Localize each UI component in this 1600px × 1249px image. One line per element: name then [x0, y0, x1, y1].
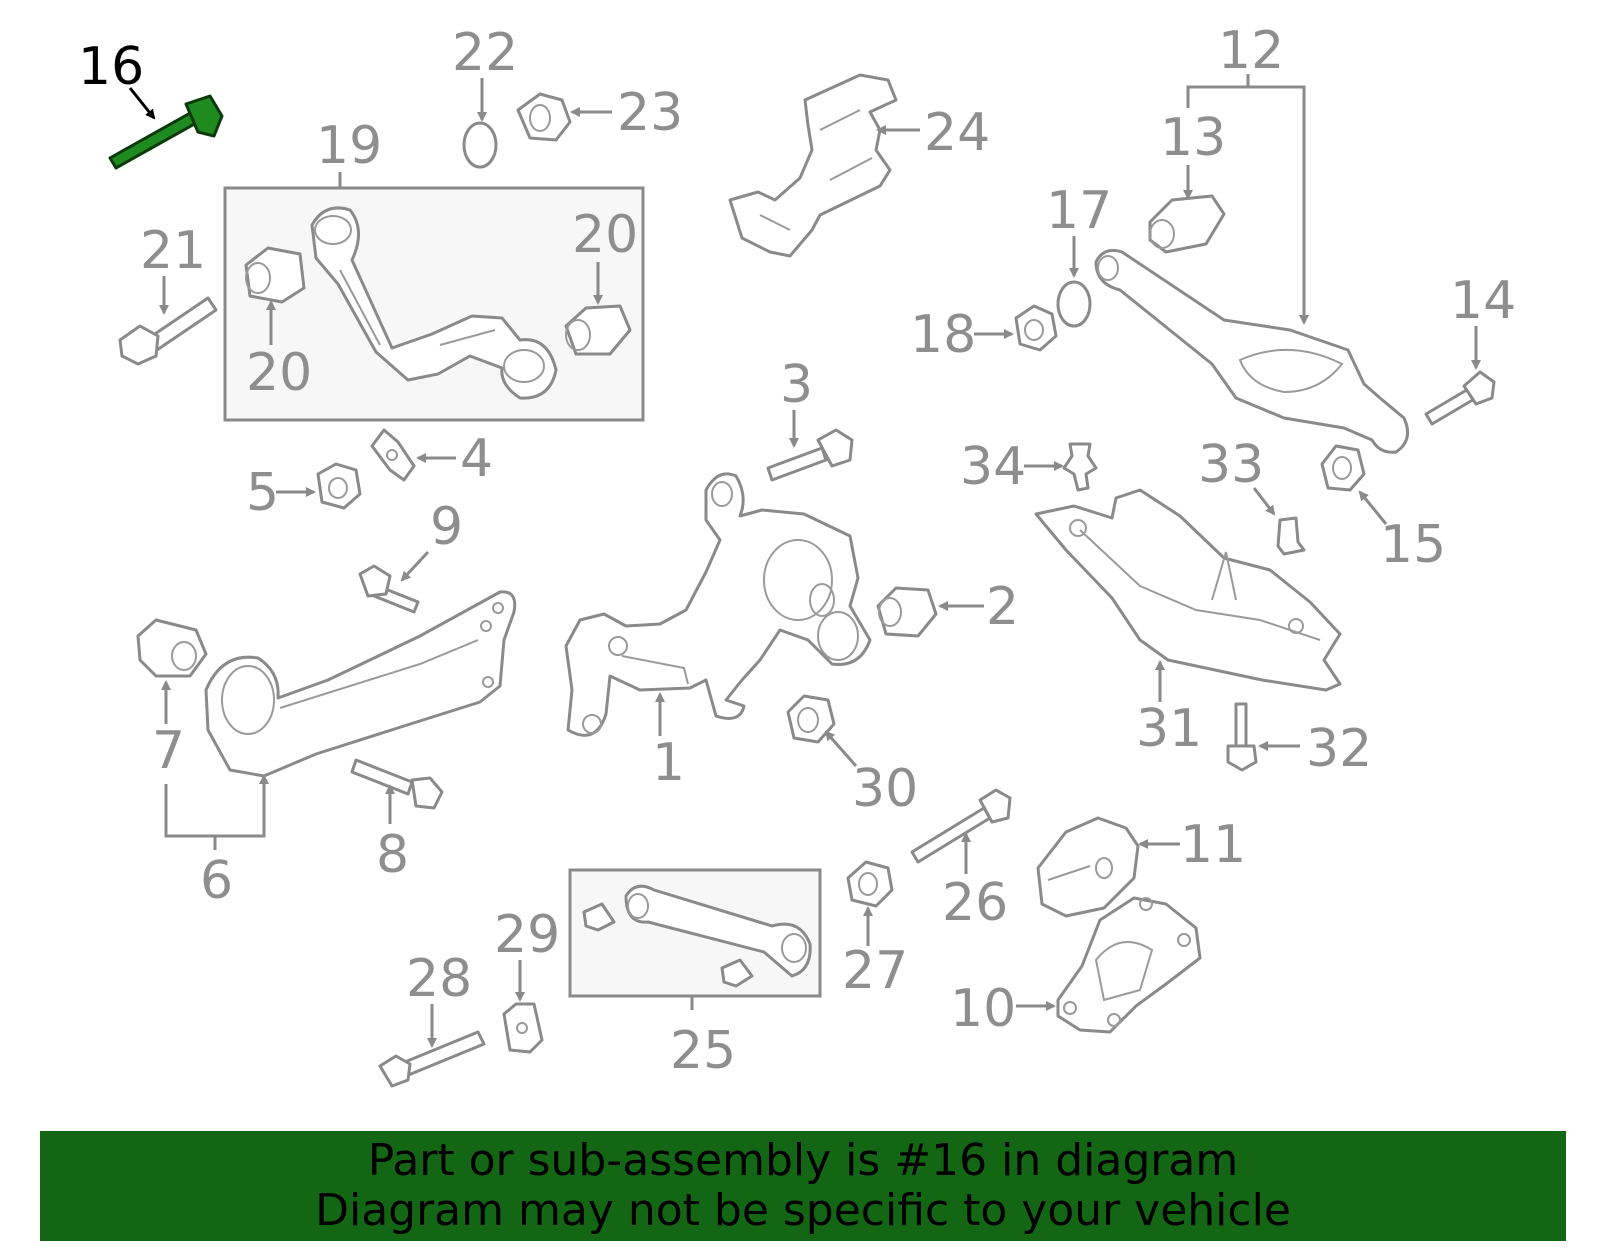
callout-21: 21 [140, 221, 206, 281]
callout-32: 32 [1306, 719, 1372, 779]
callout-8: 8 [376, 825, 409, 885]
part-14-bolt[interactable] [1424, 370, 1496, 426]
callout-25: 25 [670, 1021, 736, 1081]
part-1-knuckle[interactable] [564, 472, 872, 737]
callout-10: 10 [950, 979, 1016, 1039]
part-9-bolt[interactable] [358, 564, 420, 614]
callout-14: 14 [1450, 271, 1516, 331]
part-15-nut[interactable] [1320, 444, 1366, 492]
callout-4: 4 [460, 429, 493, 489]
callout-11: 11 [1180, 815, 1246, 875]
part-16-bolt[interactable] [108, 94, 224, 170]
callout-17: 17 [1046, 181, 1112, 241]
part-11-cover[interactable] [1036, 816, 1140, 918]
callout-15: 15 [1380, 515, 1446, 575]
part-31-shield[interactable] [1034, 488, 1342, 692]
callout-2: 2 [986, 577, 1019, 637]
callout-13: 13 [1160, 108, 1226, 168]
callout-30: 30 [852, 759, 918, 819]
callout-3: 3 [780, 355, 813, 415]
callout-1: 1 [652, 733, 685, 793]
part-33-pin[interactable] [1276, 516, 1306, 556]
callout-9: 9 [430, 497, 463, 557]
callout-27: 27 [842, 941, 908, 1001]
part-28-bolt[interactable] [378, 1030, 486, 1088]
callout-20b: 20 [572, 205, 638, 265]
callout-28: 28 [406, 949, 472, 1009]
part-20-bushing-left[interactable] [244, 246, 306, 304]
callout-7: 7 [152, 721, 185, 781]
part-13-bushing[interactable] [1148, 194, 1226, 254]
callout-6: 6 [200, 851, 233, 911]
part-20-bushing-right[interactable] [564, 304, 632, 356]
part-17-washer[interactable] [1056, 280, 1092, 328]
part-19-box [223, 186, 645, 422]
part-30-nut[interactable] [786, 694, 836, 744]
callout-31: 31 [1136, 699, 1202, 759]
callout-33: 33 [1198, 435, 1264, 495]
part-26-bolt[interactable] [910, 788, 1012, 864]
banner-line-disclaimer: Diagram may not be specific to your vehi… [315, 1185, 1291, 1236]
part-29-plate[interactable] [502, 1002, 544, 1054]
callout-24: 24 [924, 103, 990, 163]
part-5-nut[interactable] [316, 462, 362, 510]
part-25-link[interactable] [582, 884, 812, 988]
part-24-bracket[interactable] [728, 73, 898, 258]
callout-22: 22 [452, 23, 518, 83]
callout-5: 5 [246, 463, 279, 523]
callout-16: 16 [78, 37, 144, 97]
part-6-trailing-arm[interactable] [204, 590, 517, 778]
part-18-nut[interactable] [1014, 304, 1058, 352]
part-27-nut[interactable] [846, 860, 894, 908]
banner-line-part: Part or sub-assembly is #16 in diagram [367, 1135, 1239, 1186]
callout-18: 18 [910, 305, 976, 365]
callout-20a: 20 [246, 343, 312, 403]
part-8-bolt[interactable] [350, 758, 444, 810]
part-34-clip[interactable] [1062, 442, 1098, 492]
part-12-lower-arm[interactable] [1094, 248, 1410, 454]
callout-12: 12 [1218, 21, 1284, 81]
callout-29: 29 [494, 905, 560, 965]
callout-19: 19 [316, 116, 382, 176]
part-19-upper-arm[interactable] [310, 206, 558, 400]
part-4-plate[interactable] [370, 428, 416, 482]
part-23-nut[interactable] [516, 92, 572, 142]
part-3-bolt[interactable] [766, 428, 854, 482]
callout-34: 34 [960, 437, 1026, 497]
part-22-oring[interactable] [462, 121, 498, 169]
part-7-bushing[interactable] [136, 618, 208, 678]
part-10-mount[interactable] [1056, 896, 1202, 1034]
info-banner: Part or sub-assembly is #16 in diagram D… [40, 1131, 1566, 1241]
callout-26: 26 [942, 873, 1008, 933]
callout-23: 23 [617, 83, 683, 143]
part-21-bolt[interactable] [118, 296, 218, 366]
part-2-bushing[interactable] [876, 586, 938, 638]
part-32-bolt[interactable] [1226, 702, 1258, 772]
